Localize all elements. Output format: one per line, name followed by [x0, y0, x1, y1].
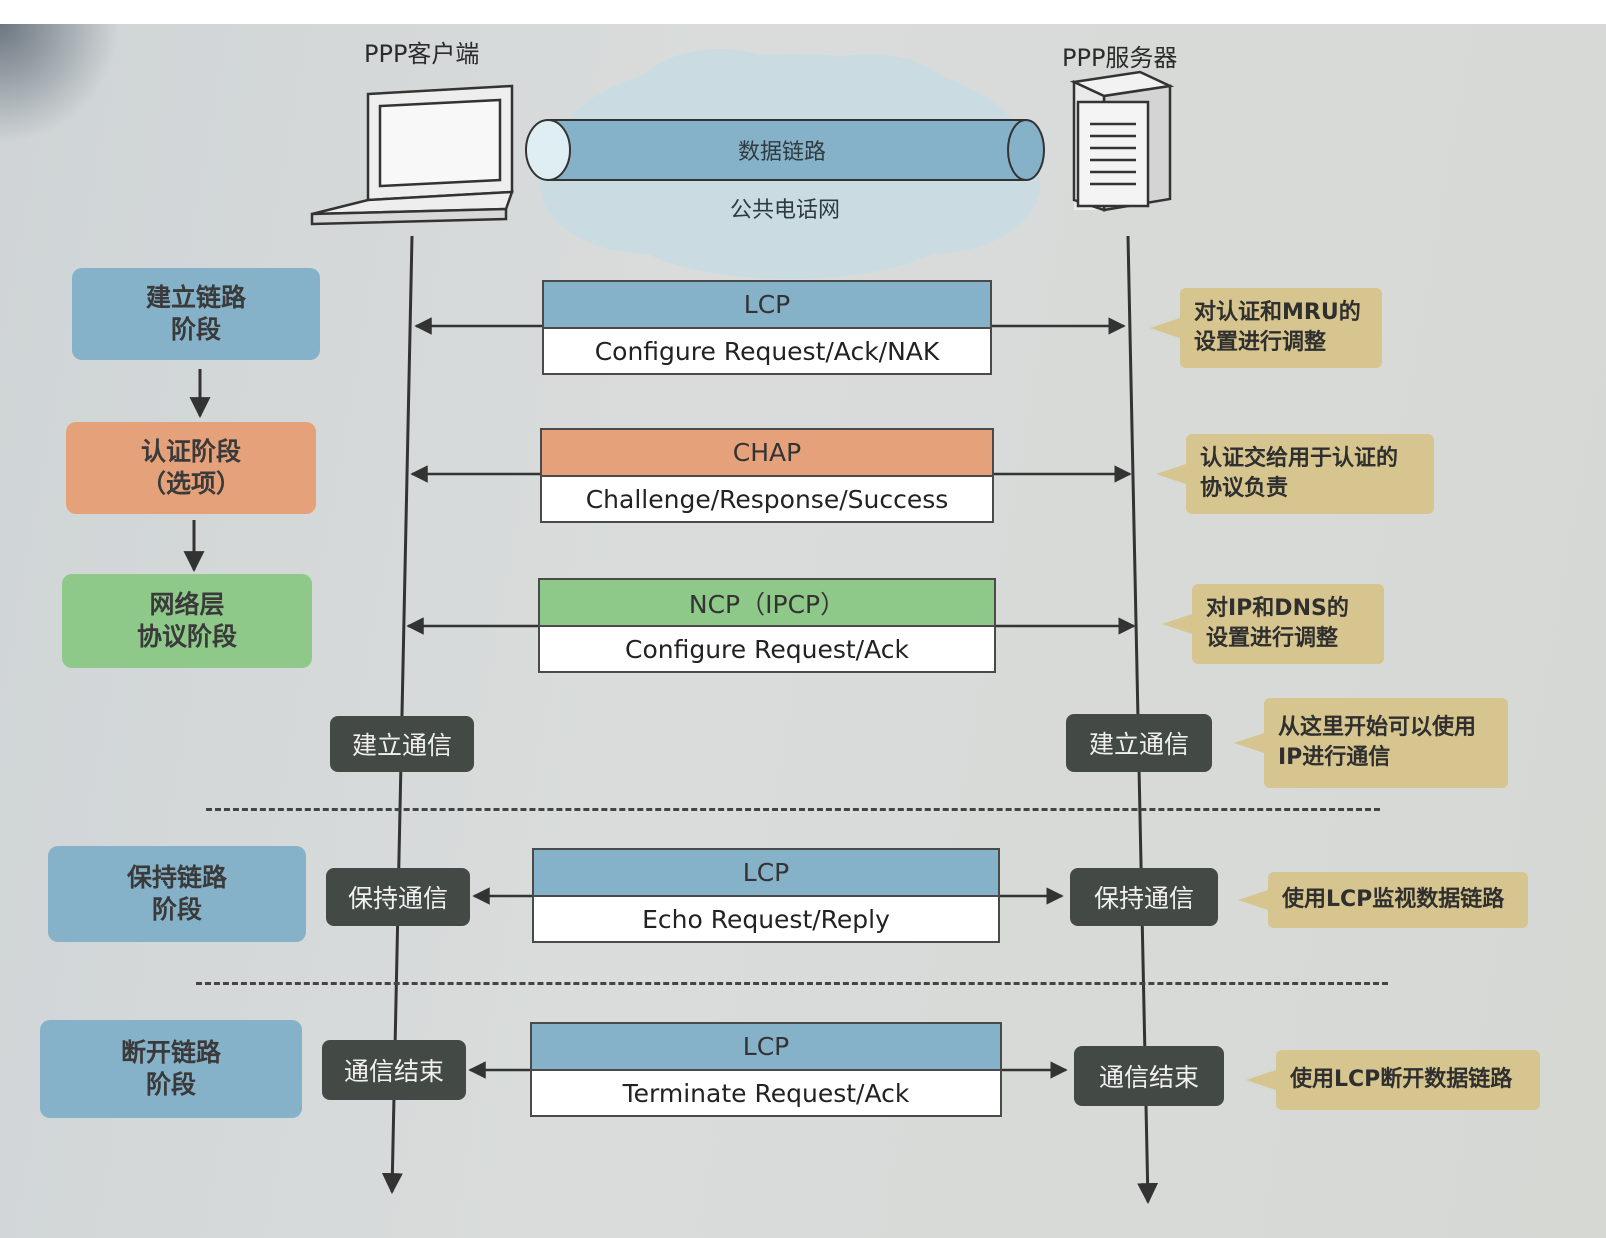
message-protocol: LCP — [532, 1024, 1000, 1071]
server-state-end: 通信结束 — [1074, 1046, 1224, 1106]
server-icon — [1069, 70, 1175, 212]
message-detail: Challenge/Response/Success — [585, 484, 949, 514]
client-label: PPP客户端 — [364, 40, 480, 68]
lcp-terminate-message: LCP Terminate Request/Ack — [530, 1022, 1002, 1117]
laptop-icon — [310, 84, 514, 226]
phase-network-layer: 网络层 协议阶段 — [62, 574, 312, 668]
message-detail: Configure Request/Ack/NAK — [594, 336, 940, 366]
diagram-page: PPP客户端 PPP服务器 数据链路 公共电话网 建立链路 阶段 认证阶段 （选… — [0, 24, 1606, 1238]
message-detail: Echo Request/Reply — [642, 904, 890, 934]
client-state-end: 通信结束 — [322, 1040, 466, 1100]
server-state-keep: 保持通信 — [1070, 868, 1218, 926]
phase-terminate-link: 断开链路 阶段 — [40, 1020, 302, 1118]
lcp-config-message: LCP Configure Request/Ack/NAK — [542, 280, 992, 375]
pipe-icon — [525, 119, 1045, 181]
phase-keep-link: 保持链路 阶段 — [48, 846, 306, 942]
note-lcp-config: 对认证和MRU的 设置进行调整 — [1150, 288, 1382, 368]
note-keep: 使用LCP监视数据链路 — [1238, 872, 1528, 928]
message-protocol: CHAP — [542, 430, 992, 477]
client-lifeline — [381, 235, 414, 1195]
chap-message: CHAP Challenge/Response/Success — [540, 428, 994, 523]
phase-authentication: 认证阶段 （选项） — [66, 422, 316, 514]
note-ncp: 对IP和DNS的 设置进行调整 — [1162, 584, 1384, 664]
separator-2 — [196, 982, 1388, 985]
note-chap: 认证交给用于认证的 协议负责 — [1156, 434, 1434, 514]
client-state-keep: 保持通信 — [326, 868, 470, 926]
pipe-label: 数据链路 — [738, 140, 827, 165]
cloud-label: 公共电话网 — [730, 198, 841, 223]
client-state-establish: 建立通信 — [330, 716, 474, 772]
server-label: PPP服务器 — [1062, 44, 1178, 72]
ncp-message: NCP（IPCP） Configure Request/Ack — [538, 578, 996, 673]
separator-1 — [206, 808, 1380, 811]
message-detail: Terminate Request/Ack — [622, 1078, 910, 1108]
phase-establish-link: 建立链路 阶段 — [72, 268, 320, 360]
message-protocol: NCP（IPCP） — [540, 580, 994, 627]
note-terminate: 使用LCP断开数据链路 — [1246, 1050, 1540, 1110]
diagram-canvas — [183, 49, 1175, 1205]
message-detail: Configure Request/Ack — [625, 634, 909, 664]
lcp-echo-message: LCP Echo Request/Reply — [532, 848, 1000, 943]
message-protocol: LCP — [534, 850, 998, 897]
server-state-establish: 建立通信 — [1066, 714, 1212, 772]
note-establish: 从这里开始可以使用 IP进行通信 — [1234, 698, 1508, 788]
message-protocol: LCP — [544, 282, 990, 329]
